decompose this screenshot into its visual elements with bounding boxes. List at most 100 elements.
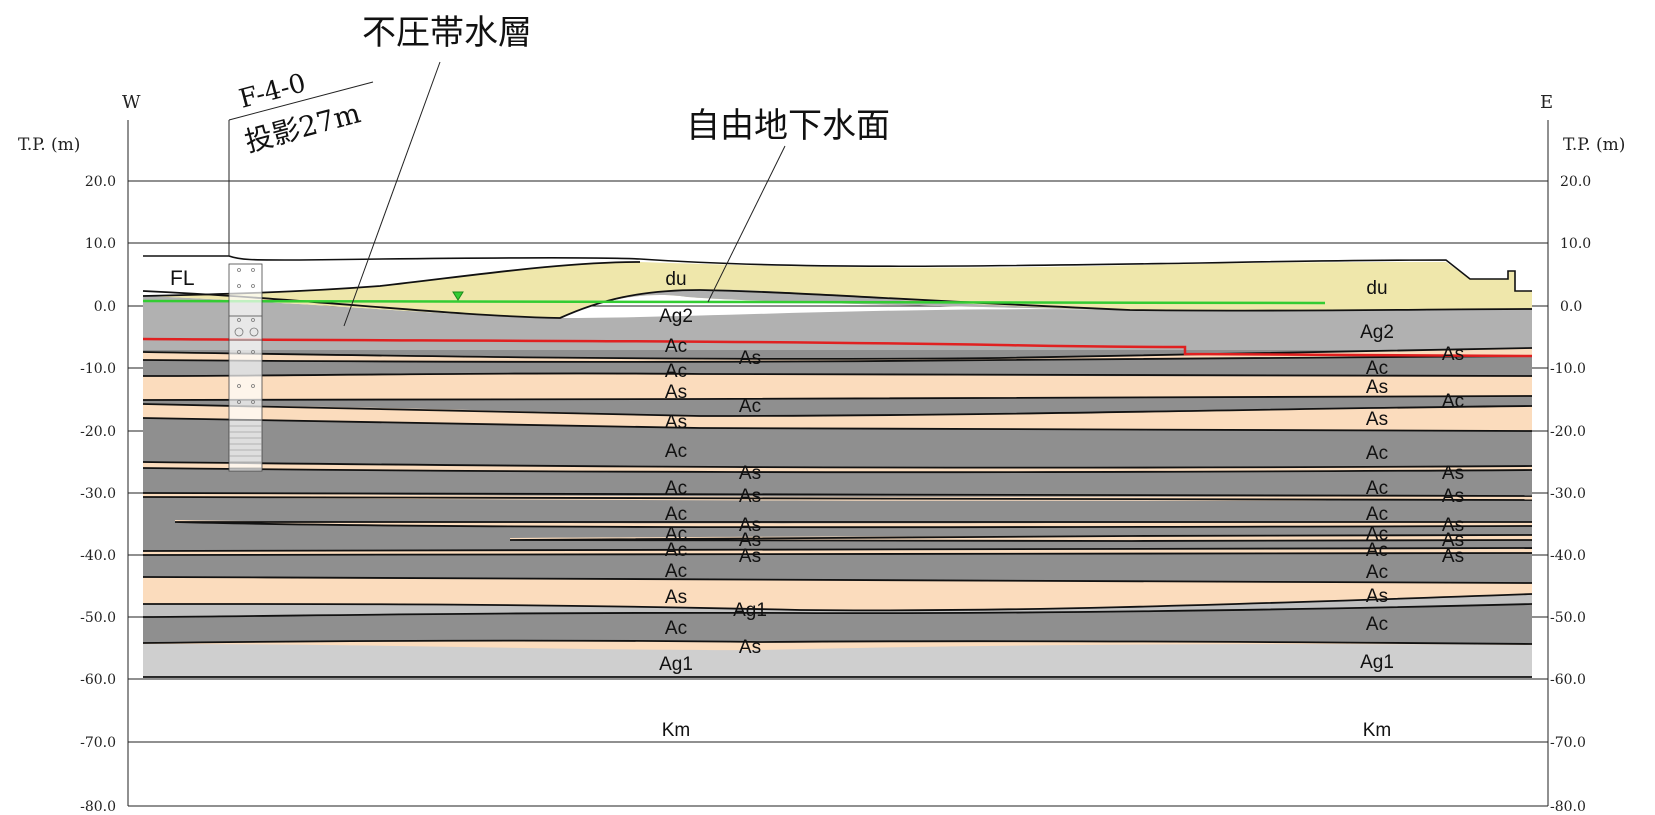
boundary-468	[142, 467, 1533, 474]
lens-lower	[509, 534, 1533, 543]
borehole-column	[228, 263, 263, 472]
layer-label: As	[1442, 463, 1464, 484]
boundary-400	[142, 395, 1533, 401]
boundary-360	[142, 355, 1533, 363]
layer-label: Ac	[1366, 614, 1388, 635]
stratum-as-10	[143, 640, 1532, 651]
unconfined-aquifer-leader	[343, 61, 441, 327]
borehole-symbols	[234, 268, 259, 404]
layer-label: Ac	[665, 540, 687, 561]
layer-label: Ac	[665, 561, 687, 582]
boundary-644	[142, 639, 1533, 645]
water-table-leader	[707, 145, 786, 303]
layer-label: Ac	[665, 441, 687, 462]
stratum-ag1-mid	[143, 594, 1532, 617]
stratum-as-4	[143, 462, 1532, 473]
layer-label: As	[1442, 486, 1464, 507]
layer-label: As	[1442, 530, 1464, 551]
layer-label: As	[739, 515, 761, 536]
layer-label: Km	[662, 720, 691, 741]
tick-left-10: 10.0	[85, 236, 116, 252]
layer-label: As	[739, 530, 761, 551]
axis-frame	[127, 61, 1549, 806]
water-table-marker-icon	[452, 291, 464, 301]
layer-label: Ac	[1366, 478, 1388, 499]
layer-label: As	[1366, 409, 1388, 430]
axis-left-ticks: 20.0 10.0 0.0 -10.0 -20.0 -30.0 -40.0 -5…	[80, 174, 116, 815]
du-top-line	[142, 261, 641, 297]
boundary-462	[142, 461, 1533, 469]
layer-label: Ac	[665, 361, 687, 382]
layer-label: As	[1366, 586, 1388, 607]
unconfined-aquifer-base-line	[142, 337, 1533, 358]
du-base-line	[142, 289, 1533, 319]
free-water-table-line	[142, 299, 1326, 305]
borehole-hatching	[229, 425, 262, 469]
tick-right-minus60: -60.0	[1550, 672, 1586, 688]
stratum-ag1-bottom	[143, 641, 1532, 677]
layer-label: Ag1	[1360, 652, 1394, 673]
stratum-as-9	[143, 577, 1532, 611]
layer-label: Ac	[665, 524, 687, 545]
layer-label: Ac	[665, 336, 687, 357]
tick-right-minus20: -20.0	[1550, 424, 1586, 440]
layer-label: As	[665, 382, 687, 403]
layer-label: Ac	[1366, 540, 1388, 561]
tick-left-minus50: -50.0	[80, 610, 116, 626]
callout-unconfined-aquifer: 不圧帯水層	[362, 14, 532, 52]
callout-free-water-table: 自由地下水面	[686, 107, 890, 145]
layer-label: As	[739, 546, 761, 567]
tick-right-minus50: -50.0	[1550, 610, 1586, 626]
layer-label: Ac	[1366, 443, 1388, 464]
borehole-name: F-4-0	[236, 68, 309, 114]
axis-label-right: T.P. (m)	[1563, 135, 1625, 155]
stratum-ag2-bump	[560, 289, 1130, 318]
direction-east: E	[1540, 92, 1553, 113]
stratum-ag2	[143, 296, 1532, 350]
layer-label: Km	[1363, 720, 1392, 741]
layer-label: As	[739, 637, 761, 658]
tick-left-0: 0.0	[94, 299, 116, 315]
tick-left-minus10: -10.0	[80, 361, 116, 377]
layer-label: Ac	[1442, 391, 1464, 412]
tick-right-minus70: -70.0	[1550, 735, 1586, 751]
ground-surface-line	[143, 255, 1532, 292]
tick-left-minus30: -30.0	[80, 486, 116, 502]
tick-left-minus70: -70.0	[80, 735, 116, 751]
layer-label: du	[1366, 278, 1387, 299]
boundary-604	[142, 593, 1533, 612]
layer-labels-west: du Ag2 Ac Ac As As Ac Ac Ac Ac Ac Ac As …	[659, 269, 693, 741]
tick-left-minus80: -80.0	[80, 799, 116, 815]
layer-labels-east-outer: As Ac As As As As As	[1442, 344, 1464, 567]
tick-right-minus40: -40.0	[1550, 548, 1586, 564]
axis-right-ticks: 20.0 10.0 0.0 -10.0 -20.0 -30.0 -40.0 -5…	[1550, 174, 1591, 815]
fill-label: FL	[170, 267, 195, 290]
layer-label: Ac	[1366, 524, 1388, 545]
boundary-577	[142, 576, 1533, 584]
tick-right-0: 0.0	[1560, 299, 1582, 315]
layer-label: As	[1442, 344, 1464, 365]
stratum-as-6	[175, 520, 1532, 528]
tick-left-minus60: -60.0	[80, 672, 116, 688]
tick-left-minus40: -40.0	[80, 548, 116, 564]
stratum-as-1	[143, 348, 1532, 362]
layer-label: Ac	[739, 396, 761, 417]
direction-west: W	[122, 92, 141, 113]
boundary-350	[142, 347, 1533, 360]
layer-label: As	[739, 486, 761, 507]
layer-label: Ac	[665, 478, 687, 499]
borehole-log	[228, 263, 263, 472]
borehole-leader-diagonal	[228, 81, 374, 121]
stratum-as-2	[143, 373, 1532, 400]
layer-label: Ag1	[733, 600, 767, 621]
tick-right-minus80: -80.0	[1550, 799, 1586, 815]
layer-labels-east: du Ag2 Ac As As Ac Ac Ac Ac Ac Ac As Ac …	[1360, 278, 1394, 741]
layer-label: Ac	[1366, 358, 1388, 379]
layer-label: Ac	[1366, 504, 1388, 525]
layer-label: As	[1366, 377, 1388, 398]
tick-right-10: 10.0	[1560, 236, 1591, 252]
layer-label: Ag2	[1360, 322, 1394, 343]
boundary-418	[142, 417, 1533, 432]
layer-label: As	[739, 348, 761, 369]
